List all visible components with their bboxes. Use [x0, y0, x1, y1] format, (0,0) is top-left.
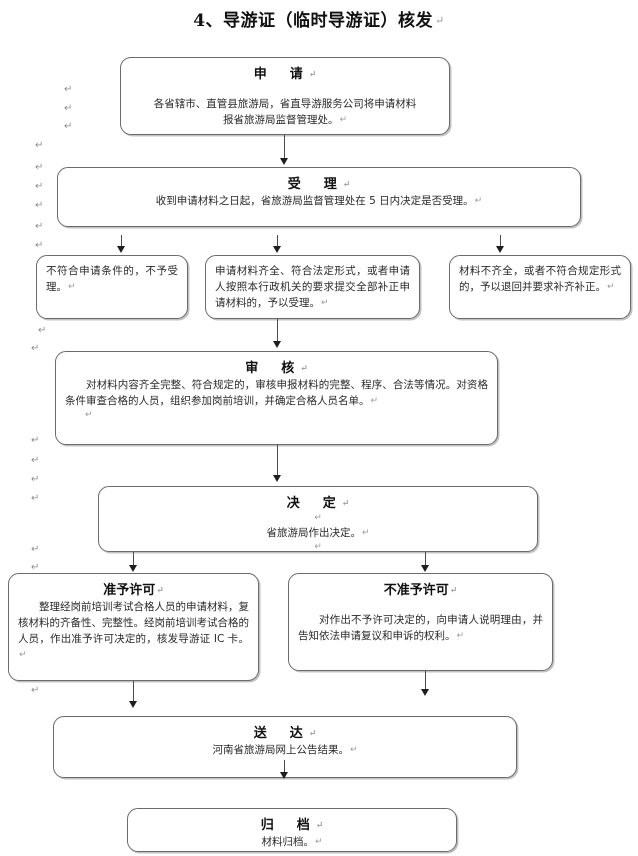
connector-accept-to-return	[500, 235, 502, 250]
margin-pilcrow: ↵	[31, 343, 40, 354]
node-blank-line: ↵	[314, 542, 322, 552]
node-blank-line	[130, 83, 440, 96]
arrowhead-icon	[280, 772, 288, 779]
node-heading: 决 定↵	[286, 496, 355, 511]
node-body-line: 不符合申请条件的，不予受理。↵	[46, 265, 178, 293]
connector-review-to-decision	[277, 445, 279, 479]
margin-pilcrow: ↵	[35, 140, 44, 151]
arrowhead-icon	[280, 158, 288, 165]
margin-pilcrow: ↵	[38, 325, 47, 336]
node-heading: 审 核↵	[245, 361, 313, 376]
node-body-line: 对作出不予许可决定的，向申请人说明理由，并告知依法申请复议和申诉的权利。↵	[298, 614, 543, 642]
node-heading: 准予许可↵	[103, 583, 164, 598]
flow-node-decision[interactable]: 决 定↵ ↵ 省旅游局作出决定。↵ ↵	[98, 486, 538, 552]
flow-node-return-incomplete[interactable]: 材料不齐全，或者不符合规定形式的，予以退回并要求补齐补正。↵	[449, 255, 631, 319]
arrowhead-icon	[273, 475, 281, 482]
flow-node-reject-condition[interactable]: 不符合申请条件的，不予受理。↵	[36, 255, 188, 319]
flow-node-delivery[interactable]: 送 达↵ 河南省旅游局网上公告结果。↵	[53, 716, 517, 778]
node-body-line: 省旅游局作出决定。↵	[266, 527, 370, 539]
node-body-line: 收到申请材料之日起，省旅游局监督管理处在 5 日内决定是否受理。↵	[155, 195, 483, 207]
node-heading: 申 请↵	[253, 67, 322, 82]
arrowhead-icon	[496, 246, 504, 253]
margin-pilcrow: ↵	[35, 221, 44, 232]
flow-node-permit-denied[interactable]: 不准予许可↵ 对作出不予许可决定的，向申请人说明理由，并告知依法申请复议和申诉的…	[288, 573, 553, 671]
arrowhead-icon	[273, 246, 281, 253]
node-blank-line	[298, 599, 543, 612]
connector-apply-to-accept	[284, 135, 286, 162]
connector-complete-to-review	[277, 319, 279, 345]
margin-pilcrow: ↵	[31, 493, 40, 504]
flow-node-archive[interactable]: 归 档↵ 材料归档。↵	[127, 808, 457, 852]
node-body-line: 对材料内容齐全完整、符合规定的，审核申报材料的完整、程序、合法等情况。对资格条件…	[65, 379, 488, 407]
node-body-line: 报省旅游局监督管理处。↵	[222, 114, 348, 126]
node-heading: 受 理↵	[287, 177, 356, 192]
connector-accept-to-complete	[277, 235, 279, 250]
node-body-line: 材料不齐全，或者不符合规定形式的，予以退回并要求补齐补正。↵	[459, 265, 621, 293]
page-title: 4、导游证（临时导游证）核发↵	[0, 6, 638, 31]
node-blank-line: ↵	[85, 410, 93, 420]
flow-node-permit-granted[interactable]: 准予许可↵ 整理经岗前培训考试合格人员的申请材料，复核材料的齐备性、完整性。经岗…	[8, 573, 259, 681]
arrowhead-icon	[273, 341, 281, 348]
margin-pilcrow: ↵	[31, 474, 40, 485]
flow-node-accept-complete[interactable]: 申请材料齐全、符合法定形式，或者申请人按照本行政机关的要求提交全部补正申请材料的…	[205, 255, 420, 319]
connector-delivery-to-archive	[284, 760, 286, 778]
margin-pilcrow: ↵	[31, 455, 40, 466]
node-heading: 送 达↵	[253, 726, 322, 741]
margin-pilcrow: ↵	[64, 84, 73, 95]
arrowhead-icon	[117, 246, 125, 253]
node-heading: 归 档↵	[260, 818, 329, 833]
margin-pilcrow: ↵	[31, 435, 40, 446]
arrowhead-icon	[129, 565, 137, 572]
node-heading: 不准予许可↵	[383, 583, 458, 598]
connector-accept-to-reject	[121, 235, 123, 250]
flow-node-apply[interactable]: 申 请↵ 各省辖市、直管县旅游局，省直导游服务公司将申请材料 报省旅游局监督管理…	[120, 57, 450, 135]
node-body-line: 各省辖市、直管县旅游局，省直导游服务公司将申请材料	[153, 98, 417, 110]
node-body-line: 材料归档。↵	[261, 836, 323, 848]
margin-pilcrow: ↵	[35, 162, 44, 173]
margin-pilcrow: ↵	[31, 544, 40, 555]
margin-pilcrow: ↵	[31, 562, 40, 573]
arrowhead-icon	[129, 701, 137, 708]
margin-pilcrow: ↵	[64, 103, 73, 114]
pilcrow-mark: ↵	[435, 14, 445, 27]
flow-node-accept[interactable]: 受 理↵ 收到申请材料之日起，省旅游局监督管理处在 5 日内决定是否受理。↵	[57, 167, 581, 227]
connector-granted-to-delivery	[133, 681, 135, 705]
connector-decision-to-granted	[133, 552, 135, 569]
margin-pilcrow: ↵	[64, 121, 73, 132]
node-body-line: 河南省旅游局网上公告结果。↵	[212, 744, 358, 756]
margin-pilcrow: ↵	[35, 240, 44, 251]
connector-denied-to-delivery	[425, 671, 427, 693]
arrowhead-icon	[421, 689, 429, 696]
node-body-line: 申请材料齐全、符合法定形式，或者申请人按照本行政机关的要求提交全部补正申请材料的…	[215, 265, 410, 309]
node-body-line: 整理经岗前培训考试合格人员的申请材料，复核材料的齐备性、完整性。经岗前培训考试合…	[18, 601, 249, 660]
arrowhead-icon	[421, 565, 429, 572]
flow-node-review[interactable]: 审 核↵ 对材料内容齐全完整、符合规定的，审核申报材料的完整、程序、合法等情况。…	[55, 351, 498, 445]
margin-pilcrow: ↵	[31, 685, 40, 696]
page-title-text: 4、导游证（临时导游证）核发	[193, 11, 434, 31]
connector-decision-to-denied	[425, 552, 427, 569]
node-blank-line: ↵	[314, 513, 322, 523]
margin-pilcrow: ↵	[35, 200, 44, 211]
margin-pilcrow: ↵	[35, 181, 44, 192]
